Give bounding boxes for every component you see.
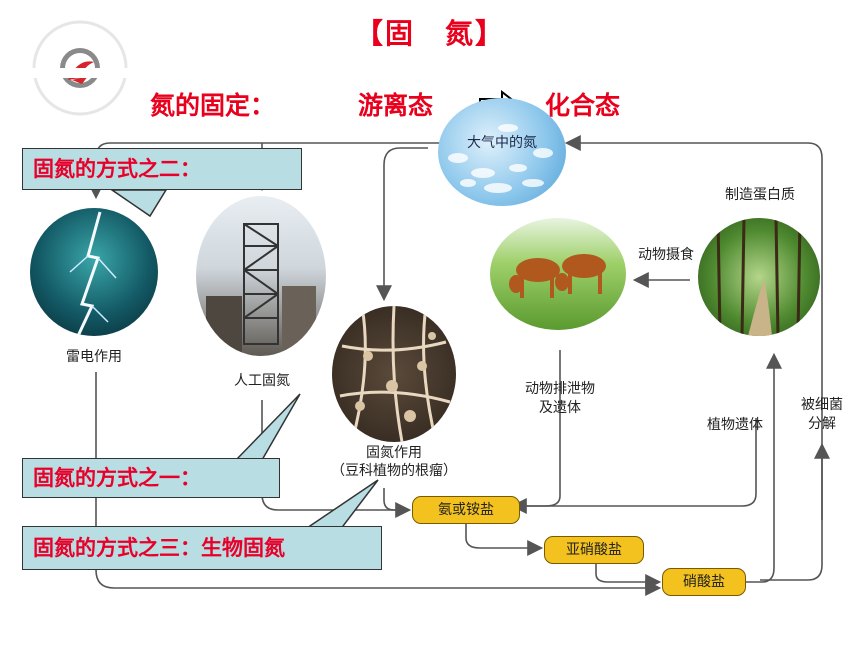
- animals-excrete-label-1: 动物排泄物: [525, 381, 595, 397]
- nitrate-box: 硝酸盐: [662, 568, 746, 596]
- biological-label-2: （豆科植物的根瘤）: [331, 463, 457, 479]
- forest-icon: [716, 218, 802, 336]
- definition-from: 游离态: [358, 91, 434, 120]
- page-title: 【固 氮】: [354, 17, 505, 50]
- ammonia-box: 氨或铵盐: [412, 496, 520, 524]
- animals-node: [490, 218, 626, 330]
- cloud-texture-icon: [448, 124, 553, 193]
- root-nodule-node: [332, 306, 456, 442]
- bacteria-label-2: 分解: [808, 416, 836, 432]
- definition-to: 化合态: [545, 91, 621, 120]
- lightning-label: 雷电作用: [66, 349, 122, 365]
- definition-label: 氮的固定：: [150, 91, 276, 120]
- callout-method-three: 固氮的方式之三：生物固氮: [22, 526, 382, 570]
- protein-label: 制造蛋白质: [725, 187, 795, 203]
- plant-remains-label: 植物遗体: [707, 417, 763, 433]
- lightning-node: [30, 208, 158, 336]
- root-nodule-icon: [339, 306, 451, 442]
- bacteria-label-1: 被细菌: [801, 397, 843, 413]
- callout-method-two: 固氮的方式之二：: [22, 148, 302, 190]
- cattle-icon: [509, 254, 606, 298]
- animal-intake-label: 动物摄食: [638, 247, 694, 263]
- nitrite-box: 亚硝酸盐: [544, 536, 644, 564]
- atmosphere-node: [438, 98, 566, 206]
- callout-method-one: 固氮的方式之一：: [22, 458, 280, 498]
- atmosphere-label: 大气中的氮: [467, 135, 537, 151]
- forest-node: [698, 218, 820, 336]
- industrial-label: 人工固氮: [234, 373, 290, 389]
- animals-excrete-label-2: 及遗体: [539, 400, 581, 416]
- biological-label-1: 固氮作用: [366, 445, 422, 461]
- logo-band: [30, 68, 128, 78]
- lightning-bolt-icon: [69, 211, 117, 336]
